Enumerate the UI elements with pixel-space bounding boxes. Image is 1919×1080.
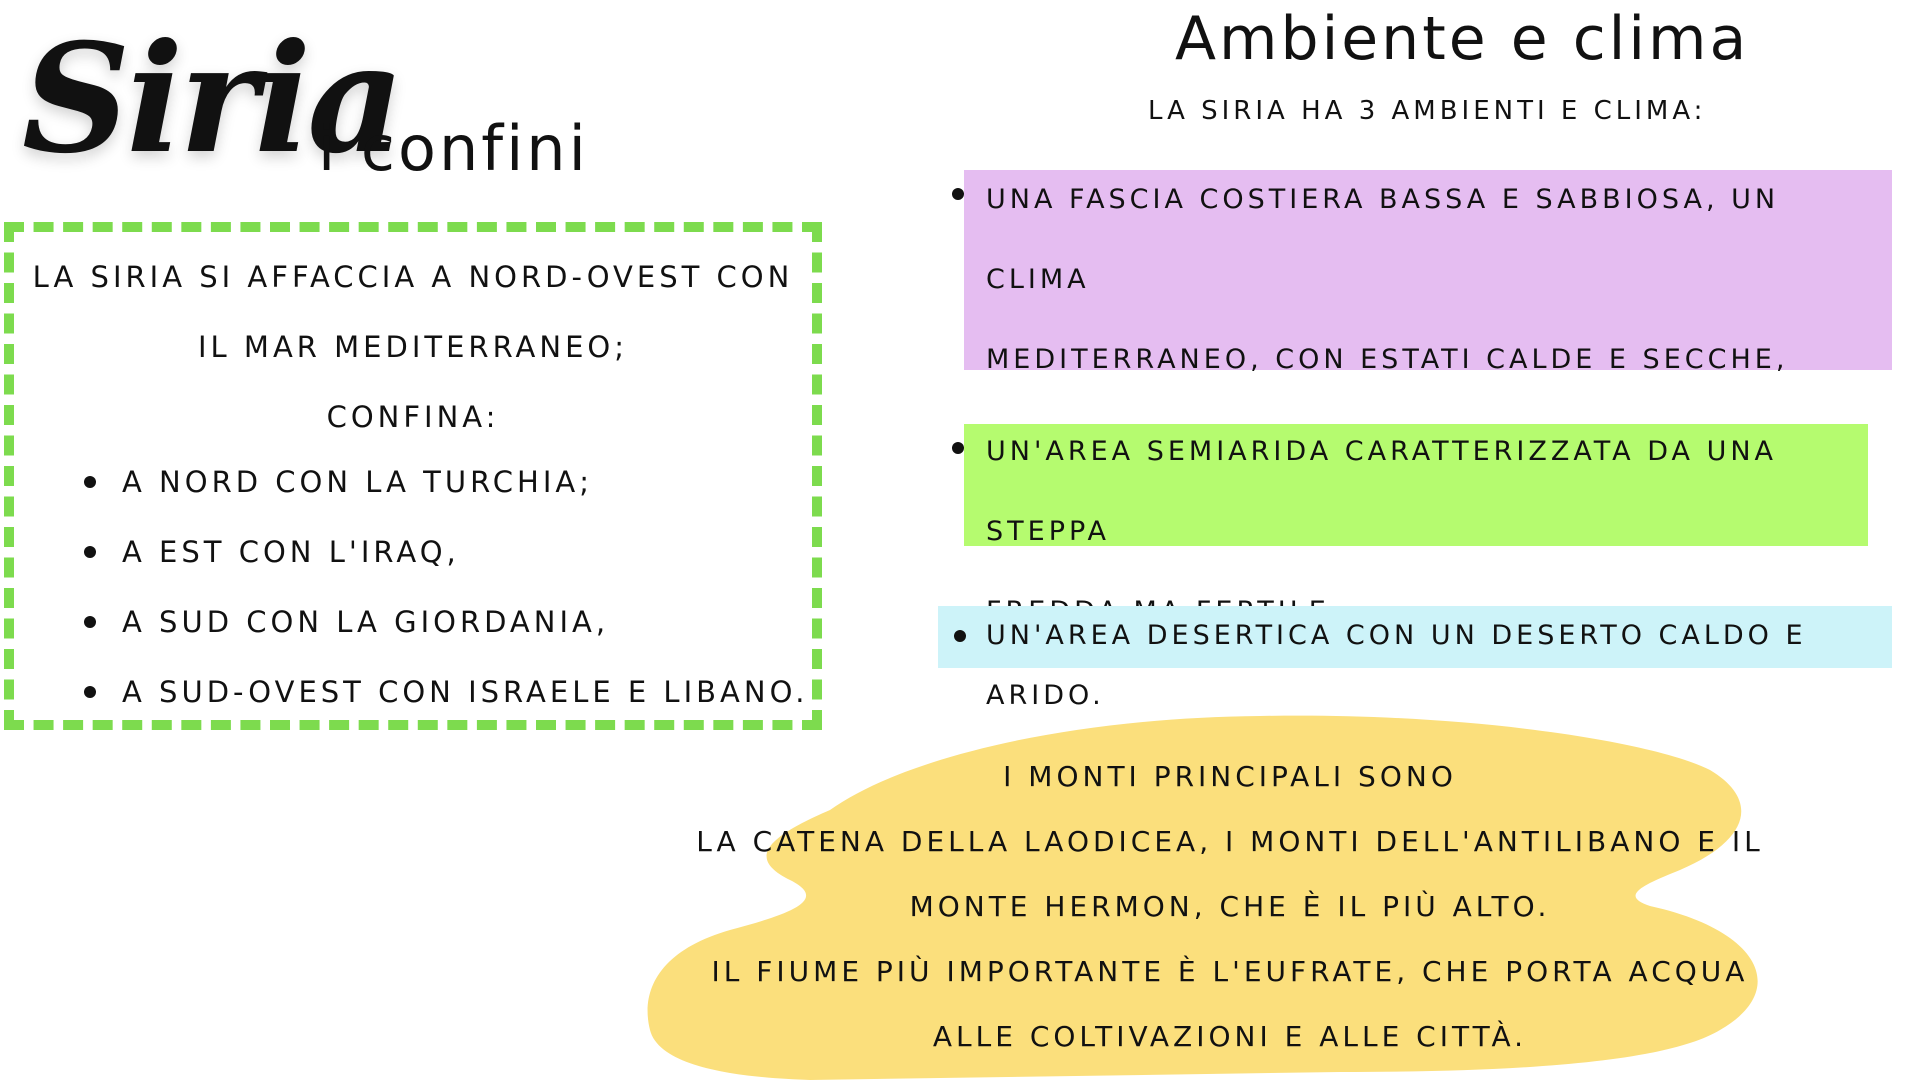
borders-intro-line: IL MAR MEDITERRANEO;	[198, 330, 628, 364]
list-item-text: A SUD CON LA GIORDANIA,	[122, 605, 610, 639]
borders-list: A NORD CON LA TURCHIA; A EST CON L'IRAQ,…	[80, 462, 808, 742]
list-item: A SUD CON LA GIORDANIA,	[80, 602, 808, 672]
page-subtitle: i confini	[318, 112, 589, 185]
list-item-text: A NORD CON LA TURCHIA;	[122, 465, 594, 499]
climate-intro: LA SIRIA HA 3 AMBIENTI E CLIMA:	[1148, 96, 1707, 126]
mountains-line: ALLE COLTIVAZIONI E ALLE CITTÀ.	[932, 1020, 1528, 1053]
environment-line: UN'AREA SEMIARIDA CARATTERIZZATA DA UNA …	[986, 436, 1778, 547]
bullet-icon	[84, 546, 96, 558]
mountains-line: MONTE HERMON, CHE È IL PIÙ ALTO.	[909, 890, 1551, 923]
list-item-text: A EST CON L'IRAQ,	[122, 535, 460, 569]
list-item-text: A SUD-OVEST CON ISRAELE E LIBANO.	[122, 675, 809, 709]
environment-line: UNA FASCIA COSTIERA BASSA E SABBIOSA, UN…	[986, 184, 1780, 295]
bullet-icon	[84, 616, 96, 628]
environment-card-coastal: UNA FASCIA COSTIERA BASSA E SABBIOSA, UN…	[952, 170, 1892, 535]
bullet-icon	[952, 188, 964, 200]
mountains-line: I MONTI PRINCIPALI SONO	[1003, 760, 1457, 793]
borders-box: LA SIRIA SI AFFACCIA A NORD-OVEST CON IL…	[4, 222, 822, 730]
list-item: A NORD CON LA TURCHIA;	[80, 462, 808, 532]
mountains-line: LA CATENA DELLA LAODICEA, I MONTI DELL'A…	[696, 825, 1764, 858]
yellow-highlight-blob	[647, 715, 1758, 1080]
mountains-text: I MONTI PRINCIPALI SONO LA CATENA DELLA …	[660, 744, 1800, 1069]
page-title: Siria	[22, 11, 405, 187]
list-item: A EST CON L'IRAQ,	[80, 532, 808, 602]
bullet-icon	[84, 686, 96, 698]
bullet-icon	[954, 630, 966, 642]
mountains-line: IL FIUME PIÙ IMPORTANTE È L'EUFRATE, CHE…	[711, 955, 1749, 988]
climate-title: Ambiente e clima	[1175, 4, 1750, 74]
environment-line: UN'AREA DESERTICA CON UN DESERTO CALDO E…	[986, 620, 1807, 711]
borders-intro-line: LA SIRIA SI AFFACCIA A NORD-OVEST CON	[32, 260, 794, 294]
list-item: A SUD-OVEST CON ISRAELE E LIBANO.	[80, 672, 808, 742]
bullet-icon	[84, 476, 96, 488]
environment-card-semiarid: UN'AREA SEMIARIDA CARATTERIZZATA DA UNA …	[952, 424, 1868, 627]
bullet-icon	[952, 442, 964, 454]
borders-confina-label: CONFINA:	[326, 400, 500, 434]
environment-card-desert: UN'AREA DESERTICA CON UN DESERTO CALDO E…	[938, 606, 1892, 711]
